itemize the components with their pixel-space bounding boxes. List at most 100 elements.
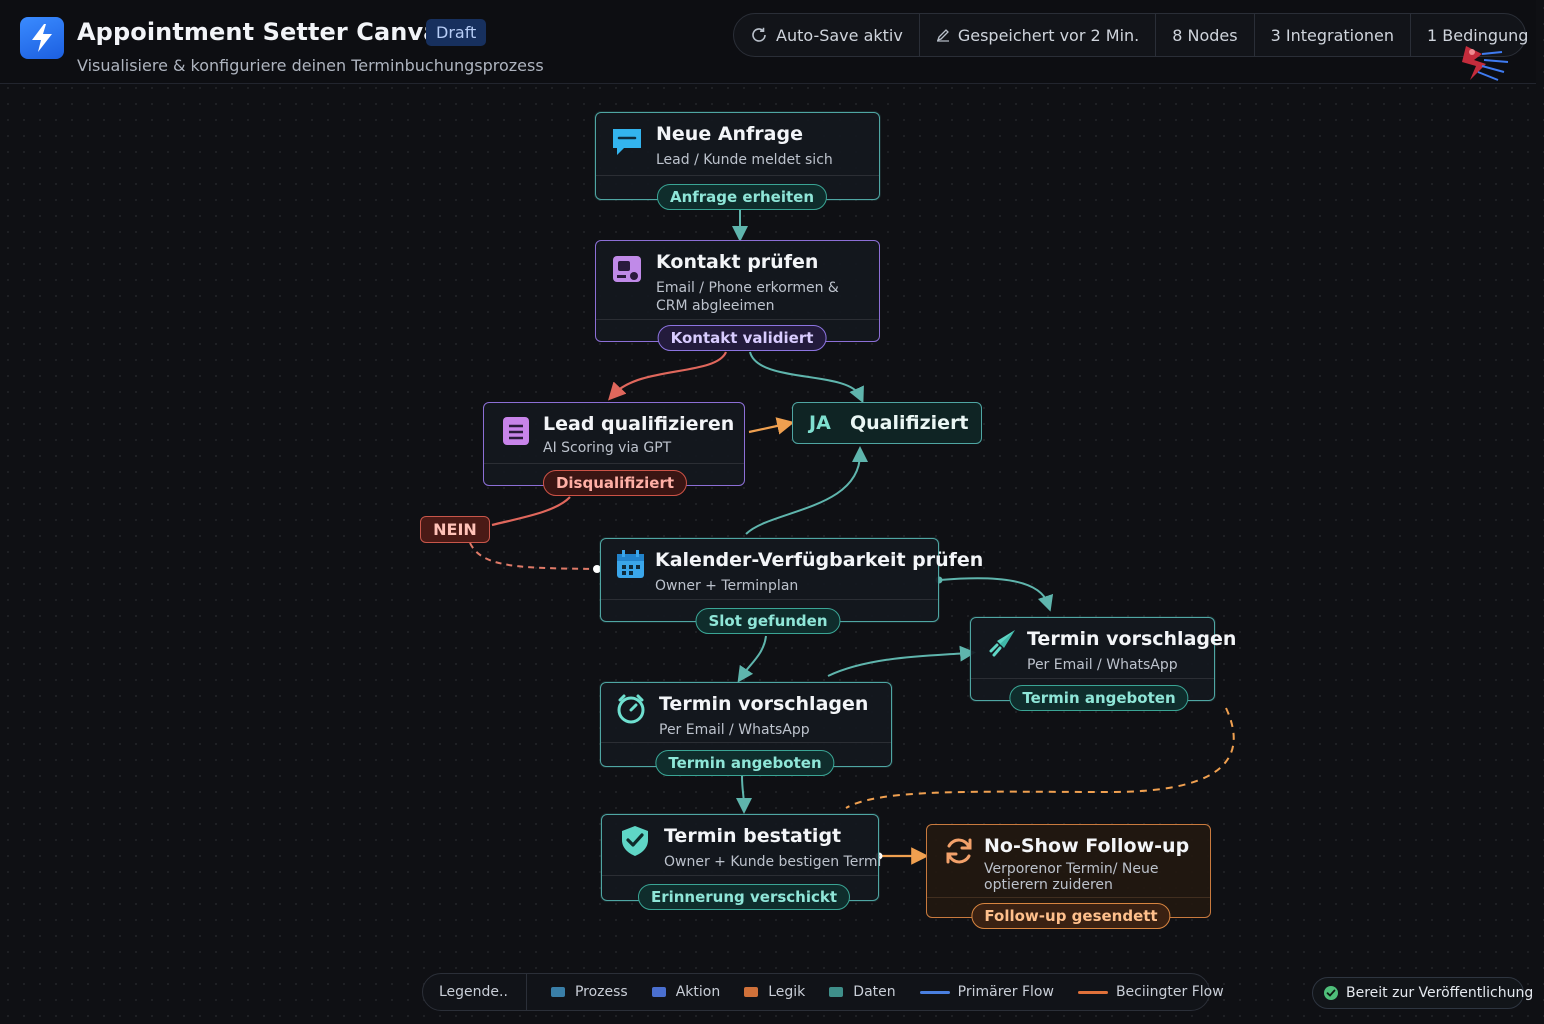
output-pill[interactable]: Disqualifiziert — [542, 470, 688, 496]
node-subtitle: Owner + Terminplan — [655, 578, 799, 594]
node-termin-bestaetigt[interactable]: Termin bestatigt Owner + Kunde bestigen … — [601, 814, 882, 910]
node-subtitle: Per Email / WhatsApp — [1027, 657, 1178, 673]
node-divider — [596, 175, 879, 176]
nodes-count[interactable]: 8 Nodes — [1156, 14, 1255, 56]
app-subtitle: Visualisiere & konfiguriere deinen Termi… — [77, 56, 544, 75]
edge-kontakt-qualifiziert — [749, 351, 864, 404]
edge-nein-kalender — [469, 542, 597, 570]
node-termin-vorschlagen-left[interactable]: Termin vorschlagen Per Email / WhatsApp … — [600, 682, 892, 776]
output-pill[interactable]: Erinnerung verschickt — [637, 884, 851, 910]
legend: Legende.. Prozess Aktion Legik Daten Pri… — [422, 973, 1224, 1011]
edge-vorschlag-right-bestaetigt — [845, 707, 1235, 809]
edge-vorschlag-bestaetigt — [735, 775, 752, 814]
send-icon — [987, 628, 1021, 662]
node-divider — [484, 463, 744, 464]
edit-icon — [936, 29, 949, 42]
node-title: No-Show Follow-up — [984, 835, 1190, 857]
node-title: Termin vorschlagen — [659, 693, 869, 715]
edge-kalender-vorschlag-left — [737, 635, 767, 683]
primary-flow-line-icon — [919, 990, 950, 994]
node-kontakt-pruefen[interactable]: Kontakt prüfen Email / Phone erkormen & … — [595, 240, 880, 351]
legend-item-daten[interactable]: Daten — [829, 984, 896, 1000]
edge-kalender-qualifiziert — [745, 446, 868, 535]
node-subtitle: Owner + Kunde bestigen Termi — [664, 854, 882, 870]
output-pill[interactable]: Anfrage erheiten — [656, 184, 828, 210]
prozess-swatch-icon — [550, 987, 565, 997]
node-divider — [601, 599, 938, 600]
nein-badge[interactable]: NEIN — [420, 516, 490, 543]
node-termin-vorschlagen-right[interactable]: Termin vorschlagen Per Email / WhatsApp … — [970, 617, 1236, 711]
node-divider — [927, 897, 1210, 898]
node-title: Termin bestatigt — [664, 825, 842, 847]
publish-ready-button[interactable]: Bereit zur Veröffentlichung — [1312, 977, 1533, 1009]
node-divider — [971, 678, 1214, 679]
app-header: Appointment Setter Canvas Draft Visualis… — [0, 0, 1536, 84]
sync-icon — [752, 27, 766, 42]
conditional-flow-line-icon — [1077, 990, 1108, 994]
legend-label: Primärer Flow — [957, 984, 1054, 1000]
edge-vorschlag-link — [827, 645, 976, 677]
node-divider — [602, 875, 878, 876]
node-noshow-followup[interactable]: No-Show Follow-up Verporenor Termin/ Neu… — [926, 824, 1211, 929]
aktion-swatch-icon — [651, 987, 666, 997]
node-subtitle: Per Email / WhatsApp — [659, 722, 810, 738]
output-pill[interactable]: Follow-up gesendett — [971, 903, 1171, 929]
legend-item-aktion[interactable]: Aktion — [651, 984, 721, 1000]
app-title: Appointment Setter Canvas — [77, 18, 454, 46]
legend-item-conditional-flow[interactable]: Beciingter Flow — [1077, 984, 1224, 1000]
autosave-status[interactable]: Auto-Save aktiv — [734, 14, 920, 56]
node-divider — [601, 742, 891, 743]
edge-kalender-vorschlag-right — [939, 577, 1054, 612]
node-lead-qualifizieren[interactable]: Lead qualifizieren AI Scoring via GPT Di… — [483, 402, 745, 496]
node-subtitle: Lead / Kunde meldet sich — [656, 152, 833, 168]
contact-card-icon — [610, 253, 644, 287]
lightning-logo-icon[interactable] — [20, 17, 64, 59]
edge-kontakt-lead — [608, 351, 728, 401]
node-subtitle: Verporenor Termin/ Neue optierern zuider… — [984, 861, 1159, 893]
legend-label: Daten — [853, 984, 896, 1000]
edge-lead-qualifiziert — [748, 417, 795, 435]
node-title: Termin vorschlagen — [1027, 628, 1237, 650]
output-pill[interactable]: Termin angeboten — [655, 750, 835, 776]
check-circle-icon — [1324, 986, 1338, 1000]
legend-item-logik[interactable]: Legik — [744, 984, 805, 1000]
legend-title: Legende.. — [423, 974, 527, 1010]
node-qualifiziert[interactable]: JA Qualifiziert — [792, 402, 982, 444]
node-title: Kalender-Verfügbarkeit prüfen — [655, 549, 984, 571]
shield-check-icon — [620, 825, 654, 859]
calendar-icon — [615, 549, 649, 583]
draft-badge[interactable]: Draft — [426, 19, 487, 46]
legend-label: Beciingter Flow — [1115, 984, 1224, 1000]
condition-key: JA — [809, 412, 831, 434]
list-icon — [502, 415, 536, 449]
node-divider — [596, 319, 879, 320]
output-pill[interactable]: Slot gefunden — [695, 608, 841, 634]
status-bar: Auto-Save aktiv Gespeichert vor 2 Min. 8… — [733, 13, 1528, 57]
node-title: Neue Anfrage — [656, 123, 803, 145]
legend-label: Legik — [768, 984, 806, 1000]
integrations-count[interactable]: 3 Integrationen — [1255, 14, 1412, 56]
user-avatar-icon[interactable] — [1452, 36, 1512, 86]
node-neue-anfrage[interactable]: Neue Anfrage Lead / Kunde meldet sich An… — [595, 112, 880, 210]
output-pill[interactable]: Termin angeboten — [1009, 685, 1189, 711]
node-title: Kontakt prüfen — [656, 251, 819, 273]
saved-status: Gespeichert vor 2 Min. — [920, 14, 1157, 56]
legend-item-prozess[interactable]: Prozess — [550, 984, 628, 1000]
refresh-icon — [943, 835, 977, 869]
condition-label: Qualifiziert — [850, 412, 969, 434]
legend-item-primary-flow[interactable]: Primärer Flow — [919, 984, 1054, 1000]
autosave-label: Auto-Save aktiv — [776, 25, 903, 45]
clock-icon — [615, 693, 649, 727]
legend-label: Prozess — [574, 984, 628, 1000]
conditions-count[interactable]: 1 Bedingung — [1427, 25, 1529, 45]
publish-ready-label: Bereit zur Veröffentlichung — [1346, 985, 1534, 1001]
edge-disqualifiziert-nein — [491, 496, 571, 527]
node-subtitle: AI Scoring via GPT — [543, 440, 672, 456]
chat-icon — [610, 125, 644, 159]
output-pill[interactable]: Kontakt validiert — [657, 325, 827, 351]
logik-swatch-icon — [744, 987, 759, 997]
legend-label: Aktion — [675, 984, 721, 1000]
saved-label: Gespeichert vor 2 Min. — [957, 25, 1140, 45]
node-kalender-verfuegbarkeit[interactable]: Kalender-Verfügbarkeit prüfen Owner + Te… — [600, 538, 983, 634]
node-title: Lead qualifizieren — [543, 413, 735, 435]
